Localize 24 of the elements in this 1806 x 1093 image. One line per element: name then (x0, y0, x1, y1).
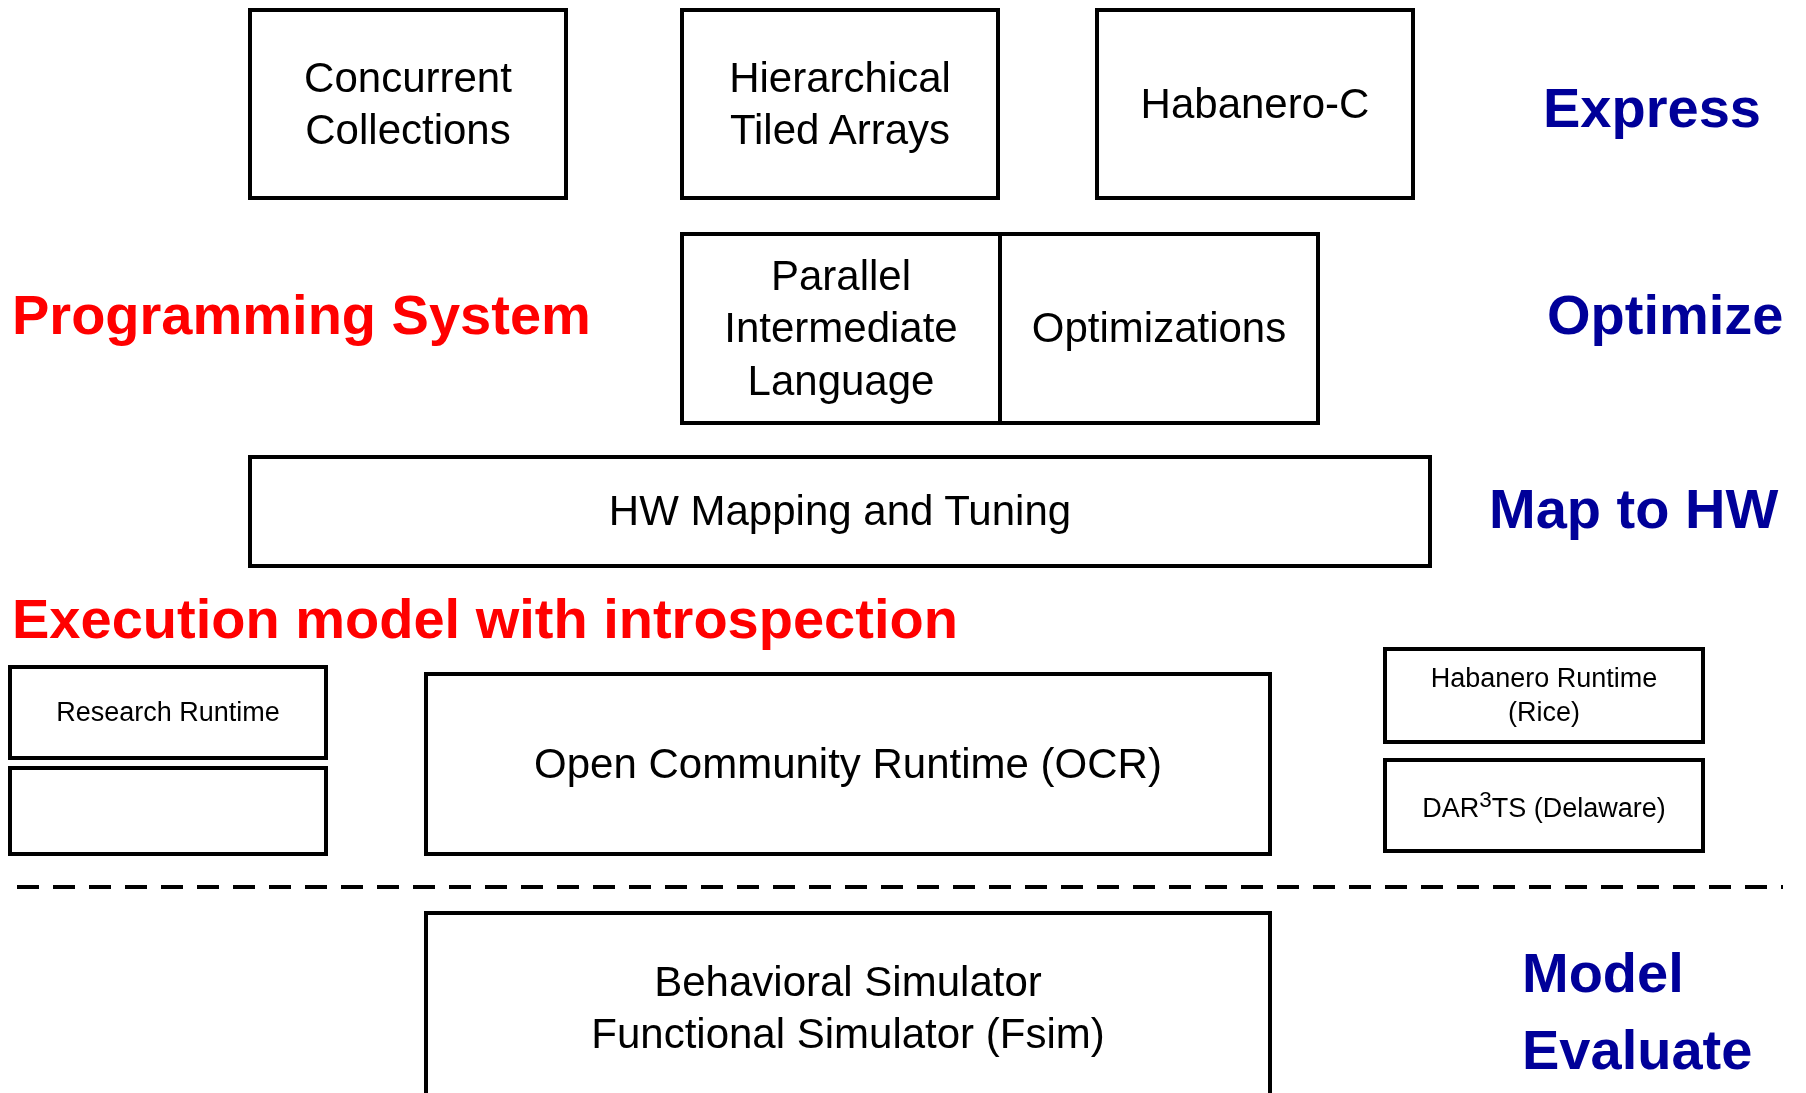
layer-heading: Evaluate (1522, 1022, 1753, 1078)
empty-box (8, 766, 328, 856)
box-label: Habanero Runtime (Rice) (1429, 661, 1659, 729)
layer-box (1095, 8, 1415, 200)
layer-box (248, 8, 568, 200)
layer-box (424, 672, 1272, 856)
box-label: Functional Simulator (Fsim) (590, 1009, 1106, 1059)
box-label: Behavioral Simulator (653, 956, 1043, 1007)
layer-heading: Model (1522, 945, 1684, 1001)
layer-box (680, 8, 1000, 200)
layer-box (248, 455, 1432, 568)
layer-box (1383, 647, 1705, 744)
layer-box (424, 911, 1272, 1093)
layer-box (1383, 758, 1705, 853)
layer-box (8, 665, 328, 760)
box-label: Open Community Runtime (OCR) (533, 738, 1163, 789)
box-label: Parallel Intermediate Language (723, 250, 959, 406)
box-label: DAR$^{3}$TS (Delaware) (1421, 785, 1667, 825)
box-label: Research Runtime (55, 695, 281, 729)
box-label: Concurrent Collections (303, 52, 513, 155)
box-label: Hierarchical Tiled Arrays (728, 52, 952, 155)
box-label: Habanero-C (1139, 78, 1371, 129)
box-label: Optimizations (1030, 303, 1288, 354)
box-label: HW Mapping and Tuning (607, 486, 1073, 537)
